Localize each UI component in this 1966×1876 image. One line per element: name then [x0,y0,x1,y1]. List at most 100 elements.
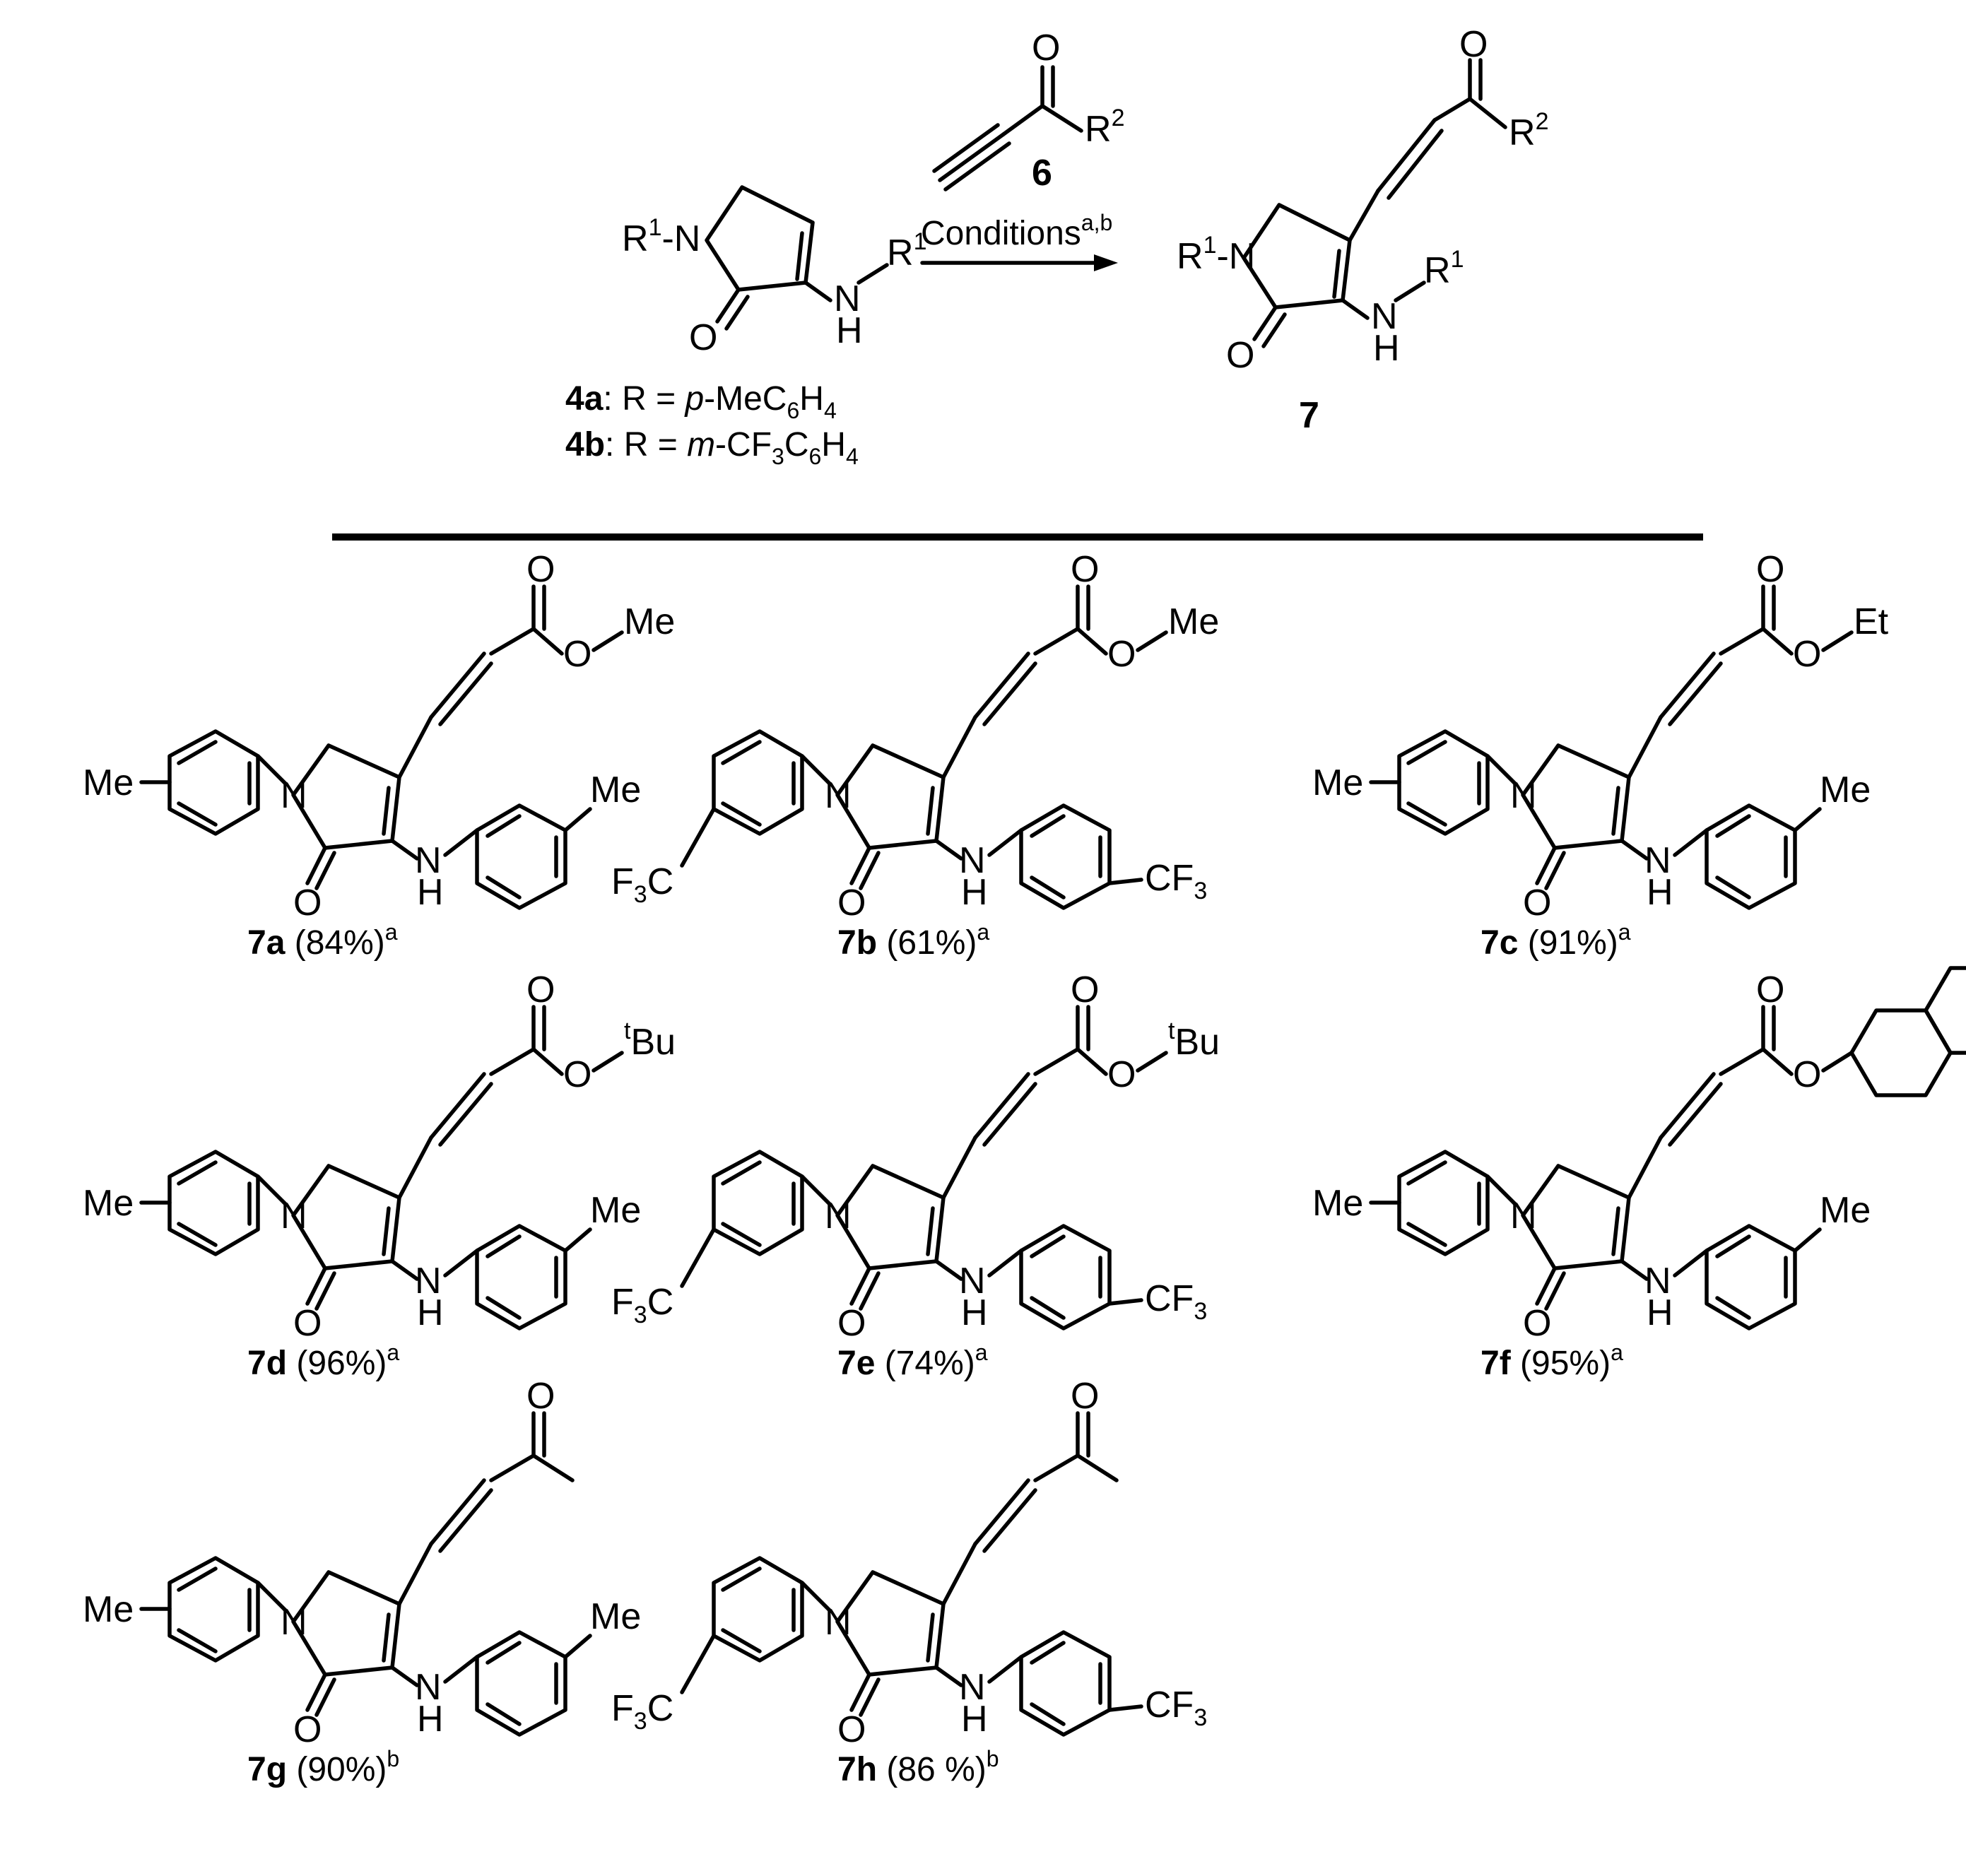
sm-nh-hydrogen: H [836,310,863,351]
ketone-oxygen: O [526,1376,555,1417]
compound-core-7f [1399,1074,1795,1328]
ester-alkyl: Et [1854,601,1889,642]
product-carbonyl-oxygen: O [1226,335,1254,376]
n-aryl-cf3: F3C [611,1282,673,1328]
compound-core-7b [714,654,1109,908]
ring-nitrogen: N [1510,1196,1537,1237]
reagent-6-oxygen: O [1032,28,1060,69]
lactam-oxygen: O [837,1709,866,1750]
ester-head-bonds [491,586,622,654]
n-aryl-methyl: Me [1312,1183,1363,1224]
reagent-6: O R2 6 [932,28,1124,194]
ester-carbonyl-oxygen: O [1071,969,1099,1010]
lactam-oxygen: O [1523,883,1551,924]
sm-variant-4a: 4a: R = p-MeC6H4 [565,380,837,423]
ester-head-bonds [1035,1007,1166,1074]
compound-core-7e [714,1074,1109,1328]
para-methyl-bond [563,807,592,832]
ring-nitrogen: N [281,775,307,816]
sm-nh-nitrogen: N [834,278,861,319]
compound-core-7h [714,1480,1109,1735]
amine-nitrogen: N [415,840,442,881]
reagent-6-number: 6 [1032,153,1052,194]
sm-carbonyl-oxygen: O [689,317,717,358]
amine-aryl-methyl: Me [590,769,641,810]
compound-core-7g [170,1480,565,1735]
amine-aryl-methyl: Me [590,1190,641,1231]
ester-carbonyl-oxygen: O [1756,549,1784,590]
caption-7d: 7d (96%)a [247,1340,399,1382]
product-nh-nitrogen: N [1371,296,1398,337]
sm-variant-4b: 4b: R = m-CF3C6H4 [565,426,859,469]
lactam-oxygen: O [837,883,866,924]
n-aryl-cf3-bond [680,1227,716,1288]
n-aryl-cf3-bond [680,1634,716,1694]
ester-oxygen: O [563,1054,591,1095]
product-nh-substituent: R1 [1424,246,1464,291]
ketone-head-bonds [491,1413,572,1480]
ring-nitrogen: N [825,1602,852,1643]
ester-carbonyl-oxygen: O [526,969,555,1010]
amine-nitrogen: N [1644,840,1671,881]
amine-aryl-methyl: Me [1820,769,1871,810]
ester-carbonyl-oxygen: O [526,549,555,590]
lactam-oxygen: O [1523,1303,1551,1344]
ester-alkyl: tBu [624,1017,676,1063]
amine-aryl-cf3-bond [1107,1704,1143,1712]
naphthyl-ring-a [1849,1008,1953,1097]
ester-carbonyl-oxygen: O [1756,969,1784,1010]
n-aryl-cf3: F3C [611,861,673,908]
product-number: 7 [1299,395,1319,436]
starting-material-4: R1-N O N H R1 4a: R = p-MeC6H4 4b: R = m… [565,185,926,469]
ring-nitrogen: N [825,775,852,816]
ketone-head-bonds [1035,1413,1117,1480]
acyl-head: OO [1721,966,1966,1097]
caption-7b: 7b (61%)a [837,919,989,962]
amine-hydrogen: H [417,1699,444,1740]
amine-nitrogen: N [959,1667,986,1708]
n-aryl-cf3: F3C [611,1688,673,1735]
compound-core-7c [1399,654,1795,908]
lactam-oxygen: O [837,1303,866,1344]
acyl-head: O [1035,1376,1117,1480]
para-methyl-bond [563,1227,592,1253]
amine-aryl-cf3: CF3 [1145,1278,1207,1325]
compound-core-7d [170,1074,565,1328]
ester-oxygen: O [1107,1054,1136,1095]
ring-nitrogen: N [825,1196,852,1237]
amine-hydrogen: H [417,1292,444,1333]
product-n-substituent: R1-N [1177,232,1255,277]
ester-oxygen: O [1793,634,1821,675]
product-r2: R2 [1509,108,1548,153]
ester-head-bonds [1721,586,1852,654]
ester-oxygen: O [1107,634,1136,675]
ester-alkyl: Me [624,601,675,642]
n-aryl-methyl: Me [83,1183,134,1224]
amine-nitrogen: N [959,840,986,881]
para-methyl-bond [1793,807,1822,832]
caption-7a: 7a (84%)a [247,919,398,962]
ester-oxygen: O [1793,1054,1821,1095]
naphthyl-ring-b [1924,966,1966,1055]
ester-carbonyl-oxygen: O [1071,549,1099,590]
sm-n-substituent: R1-N [622,214,700,259]
para-methyl-bond [1793,1227,1822,1253]
ketone-oxygen: O [1071,1376,1099,1417]
caption-7f: 7f (95%)a [1481,1340,1623,1382]
amine-aryl-methyl: Me [1820,1190,1871,1231]
caption-7c: 7c (91%)a [1481,919,1631,962]
para-methyl-bond [563,1634,592,1659]
amine-aryl-cf3-bond [1107,878,1143,885]
product-ketone-oxygen: O [1459,24,1488,65]
